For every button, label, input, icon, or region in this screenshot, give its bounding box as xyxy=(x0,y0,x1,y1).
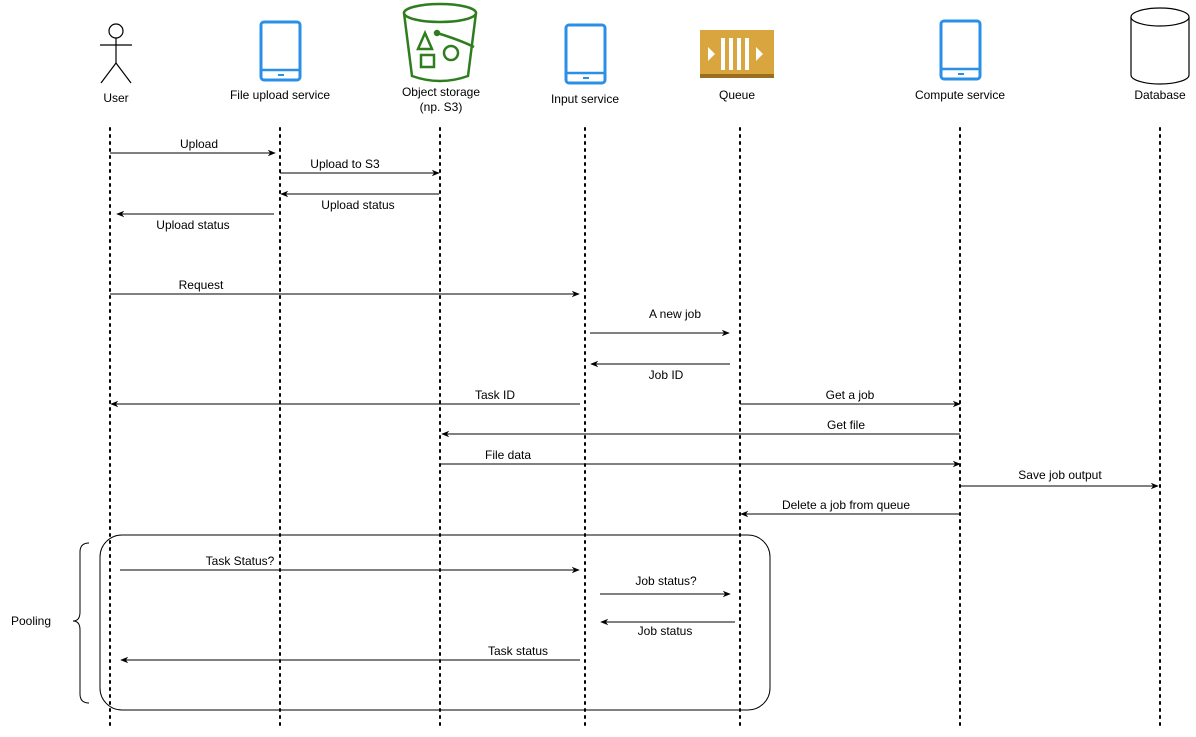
participant-label-input-service: Input service xyxy=(551,92,619,106)
message-label: Task status xyxy=(488,644,548,658)
message-label: Task ID xyxy=(475,388,515,402)
message-label: File data xyxy=(485,448,531,462)
lifelines xyxy=(109,127,1161,729)
participant-label-user: User xyxy=(103,91,128,105)
input-service-icon xyxy=(564,23,607,85)
file-upload-service-icon xyxy=(259,20,302,82)
pooling-brace xyxy=(72,542,90,704)
sqs-queue-icon xyxy=(700,30,774,78)
compute-service-icon xyxy=(939,19,982,81)
participant-label-queue: Queue xyxy=(719,88,755,102)
pooling-label: Pooling xyxy=(11,614,51,628)
participant-label-database: Database xyxy=(1134,88,1186,102)
message-label: Request xyxy=(179,278,224,292)
message-label: Upload to S3 xyxy=(310,157,380,171)
participant-label-compute-service: Compute service xyxy=(915,88,1005,102)
participant-label-file-upload-service: File upload service xyxy=(230,88,330,102)
message-label: Task Status? xyxy=(206,554,275,568)
participant-label-object-storage: Object storage xyxy=(402,85,480,99)
message-label: A new job xyxy=(649,307,701,321)
message-label: Upload xyxy=(180,137,218,151)
message-label: Job status? xyxy=(635,574,697,588)
message-label: Get file xyxy=(827,418,865,432)
participant-sublabel-object-storage: (np. S3) xyxy=(420,100,463,114)
actor-icon xyxy=(100,23,132,84)
database-cylinder-icon xyxy=(1130,7,1190,85)
message-label: Upload status xyxy=(321,198,394,212)
message-label: Job ID xyxy=(649,368,684,382)
s3-bucket-icon xyxy=(402,2,478,83)
message-label: Get a job xyxy=(826,388,875,402)
message-label: Save job output xyxy=(1018,468,1102,482)
message-label: Delete a job from queue xyxy=(782,498,910,512)
message-label: Job status xyxy=(638,624,693,638)
pooling-loop-frame xyxy=(99,534,771,711)
message-label: Upload status xyxy=(156,218,229,232)
